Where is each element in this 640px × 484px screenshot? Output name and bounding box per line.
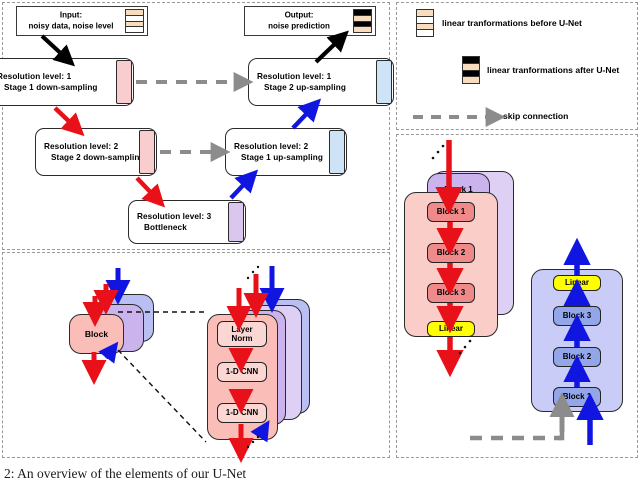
legend-label-linear-after: linear tranformations after U-Net — [487, 65, 620, 75]
stage-box-down1[interactable]: Resolution level: 1 Stage 1 down-samplin… — [0, 58, 134, 106]
stage-box-down2[interactable]: Resolution level: 2 Stage 2 down-samplin… — [35, 128, 157, 176]
stage-box-down1-label: Resolution level: 1 Stage 1 down-samplin… — [0, 72, 98, 92]
down-block-3[interactable]: Block 3 — [427, 283, 475, 303]
panel-stage-detail — [396, 134, 638, 458]
panel-unet-overview — [2, 2, 390, 250]
stage-box-up1[interactable]: Resolution level: 1 Stage 2 up-sampling — [248, 58, 394, 106]
stage-box-up2-label: Resolution level: 2 Stage 1 up-sampling — [234, 142, 323, 162]
linear-after-unet-icon — [353, 9, 372, 33]
up-linear[interactable]: Linear — [553, 275, 601, 291]
stage-accent-bottleneck — [228, 202, 244, 242]
stage-box-bottleneck[interactable]: Resolution level: 3 Bottleneck — [128, 200, 246, 244]
panel-legend — [396, 2, 638, 130]
stage-box-down2-label: Resolution level: 2 Stage 2 down-samplin… — [44, 142, 145, 162]
legend-label-skip-connection: skip connection — [503, 111, 569, 121]
down-block-1[interactable]: Block 1 — [427, 202, 475, 222]
figure-caption: 2: An overview of the elements of our U-… — [4, 466, 247, 481]
linear-before-unet-icon — [125, 9, 144, 33]
cnn-chip-1[interactable]: 1-D CNN — [217, 362, 267, 382]
up-block-2[interactable]: Block 2 — [553, 347, 601, 367]
layer-norm-line2: Norm — [231, 334, 253, 343]
block-stack-label: Block — [84, 329, 109, 339]
output-box: Output: noise prediction — [244, 6, 376, 36]
stage-box-bottleneck-label: Resolution level: 3 Bottleneck — [137, 212, 212, 232]
legend-icon-linear-before — [416, 9, 434, 37]
stage-accent-up1 — [376, 60, 392, 104]
legend-icon-linear-after — [462, 56, 480, 84]
layer-norm-chip[interactable]: Layer Norm — [217, 321, 267, 347]
block-stack-card-front: Block — [69, 314, 124, 354]
up-block-3[interactable]: Block 3 — [553, 306, 601, 326]
stage-accent-up2 — [329, 130, 345, 174]
layer-norm-line1: Layer — [231, 324, 253, 334]
stage-accent-down1 — [116, 60, 132, 104]
input-box: Input: noisy data, noise level — [16, 6, 148, 36]
legend-label-linear-before: linear tranformations before U-Net — [442, 18, 582, 28]
down-linear[interactable]: Linear — [427, 321, 475, 337]
input-label: Input: noisy data, noise level — [28, 10, 114, 31]
cnn-chip-2[interactable]: 1-D CNN — [217, 403, 267, 423]
output-label: Output: noise prediction — [268, 10, 330, 31]
up-block-1[interactable]: Block 1 — [553, 387, 601, 407]
stage-box-up2[interactable]: Resolution level: 2 Stage 1 up-sampling — [225, 128, 347, 176]
stage-accent-down2 — [139, 130, 155, 174]
panel-block-detail — [2, 252, 390, 458]
down-block-2[interactable]: Block 2 — [427, 243, 475, 263]
stage-box-up1-label: Resolution level: 1 Stage 2 up-sampling — [257, 72, 346, 92]
